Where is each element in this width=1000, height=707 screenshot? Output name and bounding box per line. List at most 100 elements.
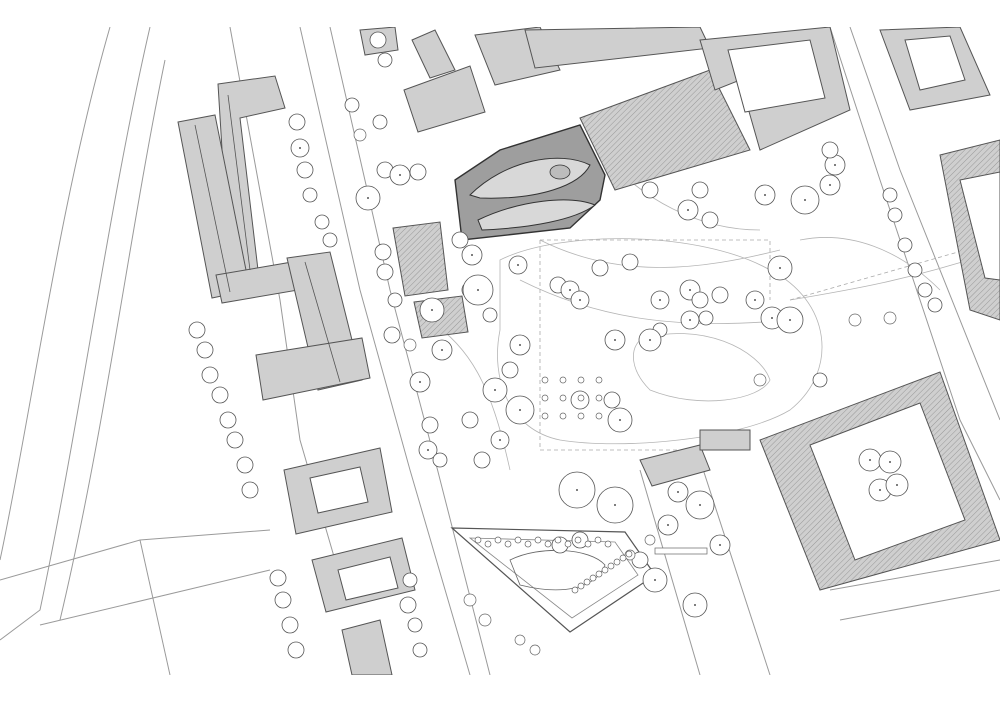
bush-symbol bbox=[604, 540, 612, 548]
tree-trunk bbox=[659, 299, 661, 301]
tree-trunk bbox=[519, 344, 521, 346]
tree-trunk bbox=[754, 299, 756, 301]
tree-symbol bbox=[591, 259, 609, 277]
bush-symbol bbox=[541, 412, 549, 420]
tree-symbol bbox=[376, 263, 394, 281]
tree-trunk bbox=[419, 381, 421, 383]
bush-symbol bbox=[474, 536, 482, 544]
bush-symbol bbox=[494, 536, 502, 544]
tree-trunk bbox=[829, 184, 831, 186]
bush-symbol bbox=[619, 554, 627, 562]
bush-symbol bbox=[583, 578, 591, 586]
tree-symbol bbox=[274, 591, 292, 609]
tree-trunk bbox=[619, 419, 621, 421]
bush-symbol bbox=[607, 562, 615, 570]
tree-symbol bbox=[188, 321, 206, 339]
tree-trunk bbox=[689, 289, 691, 291]
tree-symbol bbox=[753, 373, 767, 387]
tree-trunk bbox=[614, 504, 616, 506]
tree-symbol bbox=[621, 253, 639, 271]
tree-symbol bbox=[374, 243, 392, 261]
tree-trunk bbox=[477, 289, 479, 291]
trees-layer bbox=[188, 31, 943, 659]
block-c bbox=[341, 619, 393, 675]
bush-symbol bbox=[595, 570, 603, 578]
park-boundary-dashed bbox=[539, 239, 771, 451]
bush-symbol bbox=[559, 376, 567, 384]
tree-symbol bbox=[387, 292, 403, 308]
bush-symbol bbox=[484, 540, 492, 548]
bush-symbol bbox=[554, 536, 562, 544]
tree-trunk bbox=[654, 579, 656, 581]
bush-symbol bbox=[577, 582, 585, 590]
tree-trunk bbox=[399, 174, 401, 176]
tree-trunk bbox=[834, 164, 836, 166]
bush-symbol bbox=[595, 376, 603, 384]
bush-symbol bbox=[601, 566, 609, 574]
tree-trunk bbox=[677, 491, 679, 493]
bush-symbol bbox=[571, 586, 579, 594]
tree-trunk bbox=[889, 461, 891, 463]
tree-symbol bbox=[927, 297, 943, 313]
narrow-long-buildings bbox=[639, 429, 751, 487]
tree-symbol bbox=[432, 452, 448, 468]
bush-symbol bbox=[577, 412, 585, 420]
tree-symbol bbox=[412, 642, 428, 658]
bush-symbol bbox=[524, 540, 532, 548]
left-barracks-building bbox=[177, 75, 371, 401]
tree-symbol bbox=[848, 313, 862, 327]
tree-symbol bbox=[882, 187, 898, 203]
tree-trunk bbox=[896, 484, 898, 486]
tree-symbol bbox=[269, 569, 287, 587]
tree-symbol bbox=[344, 97, 360, 113]
curved-avenue bbox=[0, 27, 166, 641]
tree-symbol bbox=[241, 481, 259, 499]
tree-symbol bbox=[463, 593, 477, 607]
tree-trunk bbox=[471, 254, 473, 256]
tree-trunk bbox=[517, 264, 519, 266]
bush-symbol bbox=[559, 412, 567, 420]
tree-symbol bbox=[383, 326, 401, 344]
tree-symbol bbox=[897, 237, 913, 253]
tree-trunk bbox=[719, 544, 721, 546]
tree-trunk bbox=[879, 489, 881, 491]
tree-trunk bbox=[569, 289, 571, 291]
new-pavilion-building bbox=[454, 124, 606, 241]
tree-trunk bbox=[779, 267, 781, 269]
tree-symbol bbox=[314, 214, 330, 230]
tree-symbol bbox=[907, 262, 923, 278]
tree-symbol bbox=[196, 341, 214, 359]
courtyard-block-b bbox=[311, 537, 416, 613]
bush-symbol bbox=[595, 412, 603, 420]
tree-symbol bbox=[409, 163, 427, 181]
tree-symbol bbox=[644, 534, 656, 546]
tree-trunk bbox=[689, 319, 691, 321]
tree-trunk bbox=[614, 339, 616, 341]
bush-symbol bbox=[613, 558, 621, 566]
tree-symbol bbox=[691, 181, 709, 199]
tree-trunk bbox=[427, 449, 429, 451]
tree-symbol bbox=[711, 286, 729, 304]
tree-trunk bbox=[441, 349, 443, 351]
bush-symbol bbox=[504, 540, 512, 548]
tree-symbol bbox=[631, 551, 649, 569]
tree-trunk bbox=[869, 459, 871, 461]
tree-trunk bbox=[519, 409, 521, 411]
bush-symbol bbox=[595, 394, 603, 402]
tree-symbol bbox=[296, 161, 314, 179]
tree-symbol bbox=[201, 366, 219, 384]
tree-trunk bbox=[789, 319, 791, 321]
tree-trunk bbox=[431, 309, 433, 311]
right-streets bbox=[639, 27, 1000, 675]
tree-trunk bbox=[687, 209, 689, 211]
bottom-margin bbox=[0, 675, 1000, 707]
tree-symbol bbox=[421, 416, 439, 434]
tree-symbol bbox=[226, 431, 244, 449]
tree-trunk bbox=[667, 524, 669, 526]
tree-symbol bbox=[372, 114, 388, 130]
tree-symbol bbox=[403, 338, 417, 352]
tree-trunk bbox=[694, 604, 696, 606]
tree-symbol bbox=[287, 641, 305, 659]
tree-symbol bbox=[641, 181, 659, 199]
